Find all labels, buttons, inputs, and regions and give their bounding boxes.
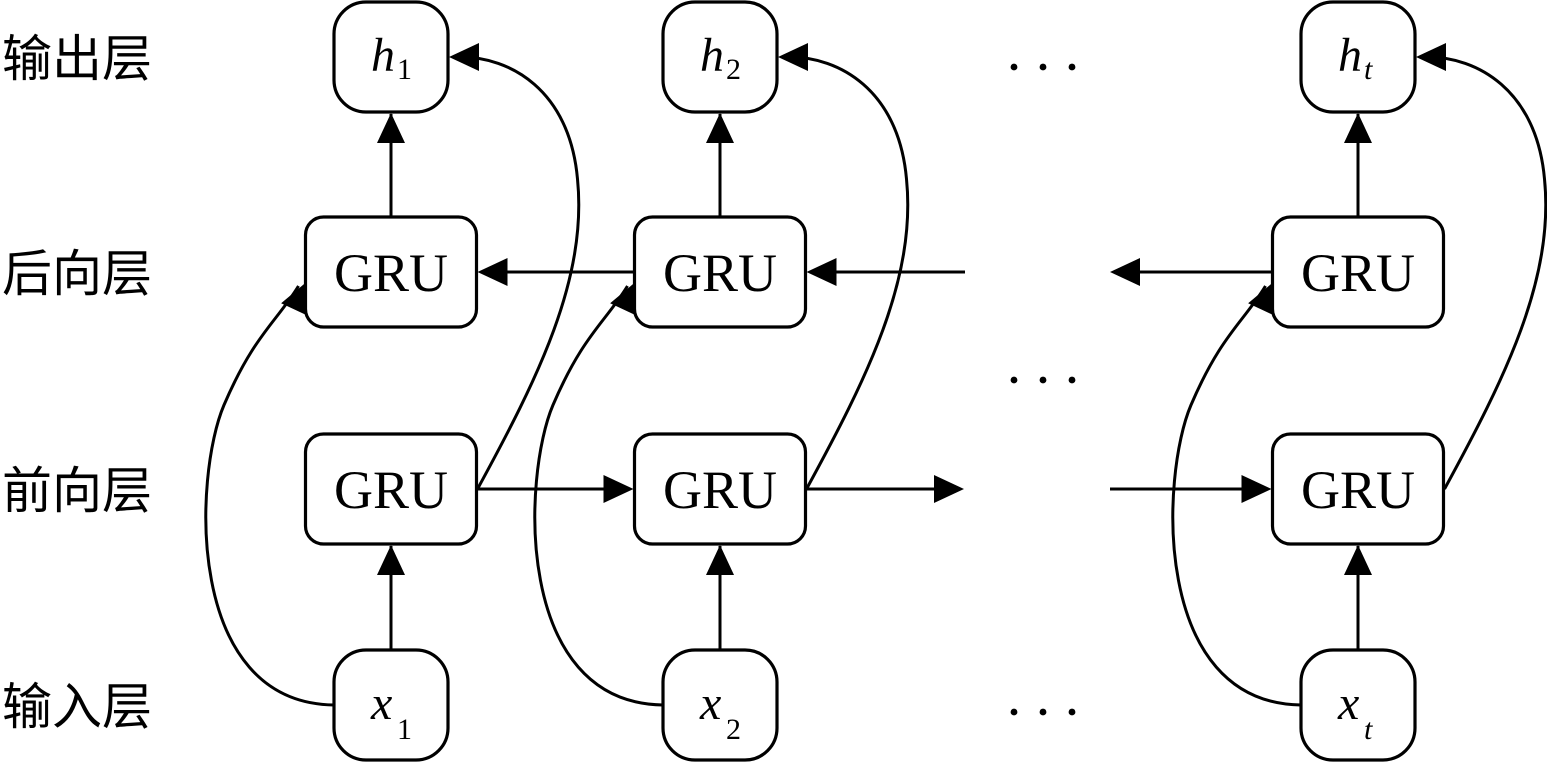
- backward-gru-ct-box: [1270, 215, 1446, 329]
- ellipsis-output: [1010, 63, 1076, 71]
- layer-label-backward: 后向层: [2, 245, 152, 303]
- output-node-c1-symbol: h: [371, 29, 395, 82]
- arrowhead-backward-to-output-c1: [377, 113, 405, 143]
- arrowhead-input-to-forward-ct: [1344, 545, 1372, 575]
- arrowhead-forward-prev-ct: [1241, 475, 1272, 503]
- forward-gru-ct-label: GRU: [1301, 460, 1415, 520]
- edge-input-to-backward-c2: [533, 285, 664, 707]
- output-node-ct-subscript: t: [1364, 53, 1373, 86]
- input-node-c1-subscript: 1: [397, 713, 412, 746]
- ellipsis-output-dot-1: [1010, 63, 1018, 71]
- input-node-c2-symbol: x: [699, 677, 721, 730]
- output-node-c2-box: [661, 0, 779, 114]
- input-node-c2-box: [661, 648, 779, 762]
- forward-gru-c1-box: [303, 432, 479, 546]
- arrowhead-input-to-backward-ct: [1248, 282, 1274, 316]
- output-node-ct-symbol: h: [1338, 29, 1362, 82]
- backward-gru-ct: GRU: [1270, 215, 1446, 329]
- edge-input-to-backward-c1: [204, 285, 335, 707]
- edge-input-to-backward-ct: [1171, 285, 1302, 707]
- arrowhead-input-to-backward-c1: [281, 282, 307, 316]
- forward-gru-ct: GRU: [1270, 432, 1446, 546]
- forward-gru-c1: GRU: [303, 432, 479, 546]
- forward-gru-c2-label: GRU: [663, 460, 777, 520]
- ellipsis-middle-dot-1: [1010, 376, 1018, 384]
- layer-labels: 输出层 后向层 前向层 输入层: [2, 30, 152, 736]
- forward-gru-ct-box: [1270, 432, 1446, 546]
- forward-gru-c1-label: GRU: [334, 460, 448, 520]
- edge-forward-to-output-c1: [460, 55, 581, 490]
- ellipsis-middle-dot-2: [1039, 376, 1047, 384]
- backward-gru-c2-box: [632, 215, 808, 329]
- output-node-c2-subscript: 2: [726, 53, 741, 86]
- arrowhead-backward-ct-prev: [1110, 258, 1140, 286]
- ellipsis-output-dot-2: [1039, 63, 1047, 71]
- backward-gru-c1-label: GRU: [334, 243, 448, 303]
- arrowhead-backward-c2-c1: [477, 258, 508, 286]
- forward-gru-c2: GRU: [632, 432, 808, 546]
- ellipsis-input-dot-1: [1010, 708, 1018, 716]
- backward-gru-ct-label: GRU: [1301, 243, 1415, 303]
- arrowhead-backward-next-c2: [806, 258, 837, 286]
- backward-gru-c1: GRU: [303, 215, 479, 329]
- arrowhead-forward-to-output-c2: [778, 43, 808, 71]
- input-node-c1-symbol: x: [370, 677, 392, 730]
- backward-gru-c2-label: GRU: [663, 243, 777, 303]
- ellipses: [1010, 63, 1076, 716]
- forward-gru-c2-box: [632, 432, 808, 546]
- ellipsis-input-dot-2: [1039, 708, 1047, 716]
- arrowhead-backward-to-output-ct: [1344, 113, 1372, 143]
- ellipsis-middle-dot-3: [1068, 376, 1076, 384]
- input-node-ct-box: [1299, 648, 1417, 762]
- backward-gru-c1-box: [303, 215, 479, 329]
- layer-label-forward: 前向层: [2, 462, 152, 520]
- layer-label-input: 输入层: [2, 678, 152, 736]
- output-node-c1-box: [332, 0, 450, 114]
- ellipsis-output-dot-3: [1068, 63, 1076, 71]
- input-node-c1-box: [332, 648, 450, 762]
- input-node-ct-subscript: t: [1364, 713, 1373, 746]
- ellipsis-middle: [1010, 376, 1076, 384]
- arrowhead-input-to-forward-c1: [377, 545, 405, 575]
- ellipsis-input-dot-3: [1068, 708, 1076, 716]
- backward-gru-c2: GRU: [632, 215, 808, 329]
- output-node-ct-box: [1299, 0, 1417, 114]
- layer-label-output: 输出层: [2, 30, 152, 88]
- output-node-c1-subscript: 1: [397, 53, 412, 86]
- edge-forward-to-output-c2: [789, 55, 910, 490]
- arrowhead-input-to-backward-c2: [610, 282, 636, 316]
- arrowhead-forward-to-output-ct: [1416, 43, 1446, 71]
- edges: [204, 43, 1547, 707]
- output-node-c2-symbol: h: [700, 29, 724, 82]
- input-node-c2-subscript: 2: [726, 713, 741, 746]
- arrowhead-backward-to-output-c2: [706, 113, 734, 143]
- input-node-ct-symbol: x: [1337, 677, 1359, 730]
- ellipsis-input: [1010, 708, 1076, 716]
- arrowhead-input-to-forward-c2: [706, 545, 734, 575]
- edge-forward-to-output-ct: [1427, 55, 1547, 490]
- arrowhead-forward-to-output-c1: [449, 43, 479, 71]
- arrowhead-forward-c1-c2: [603, 475, 634, 503]
- arrowhead-forward-c2-next: [934, 475, 964, 503]
